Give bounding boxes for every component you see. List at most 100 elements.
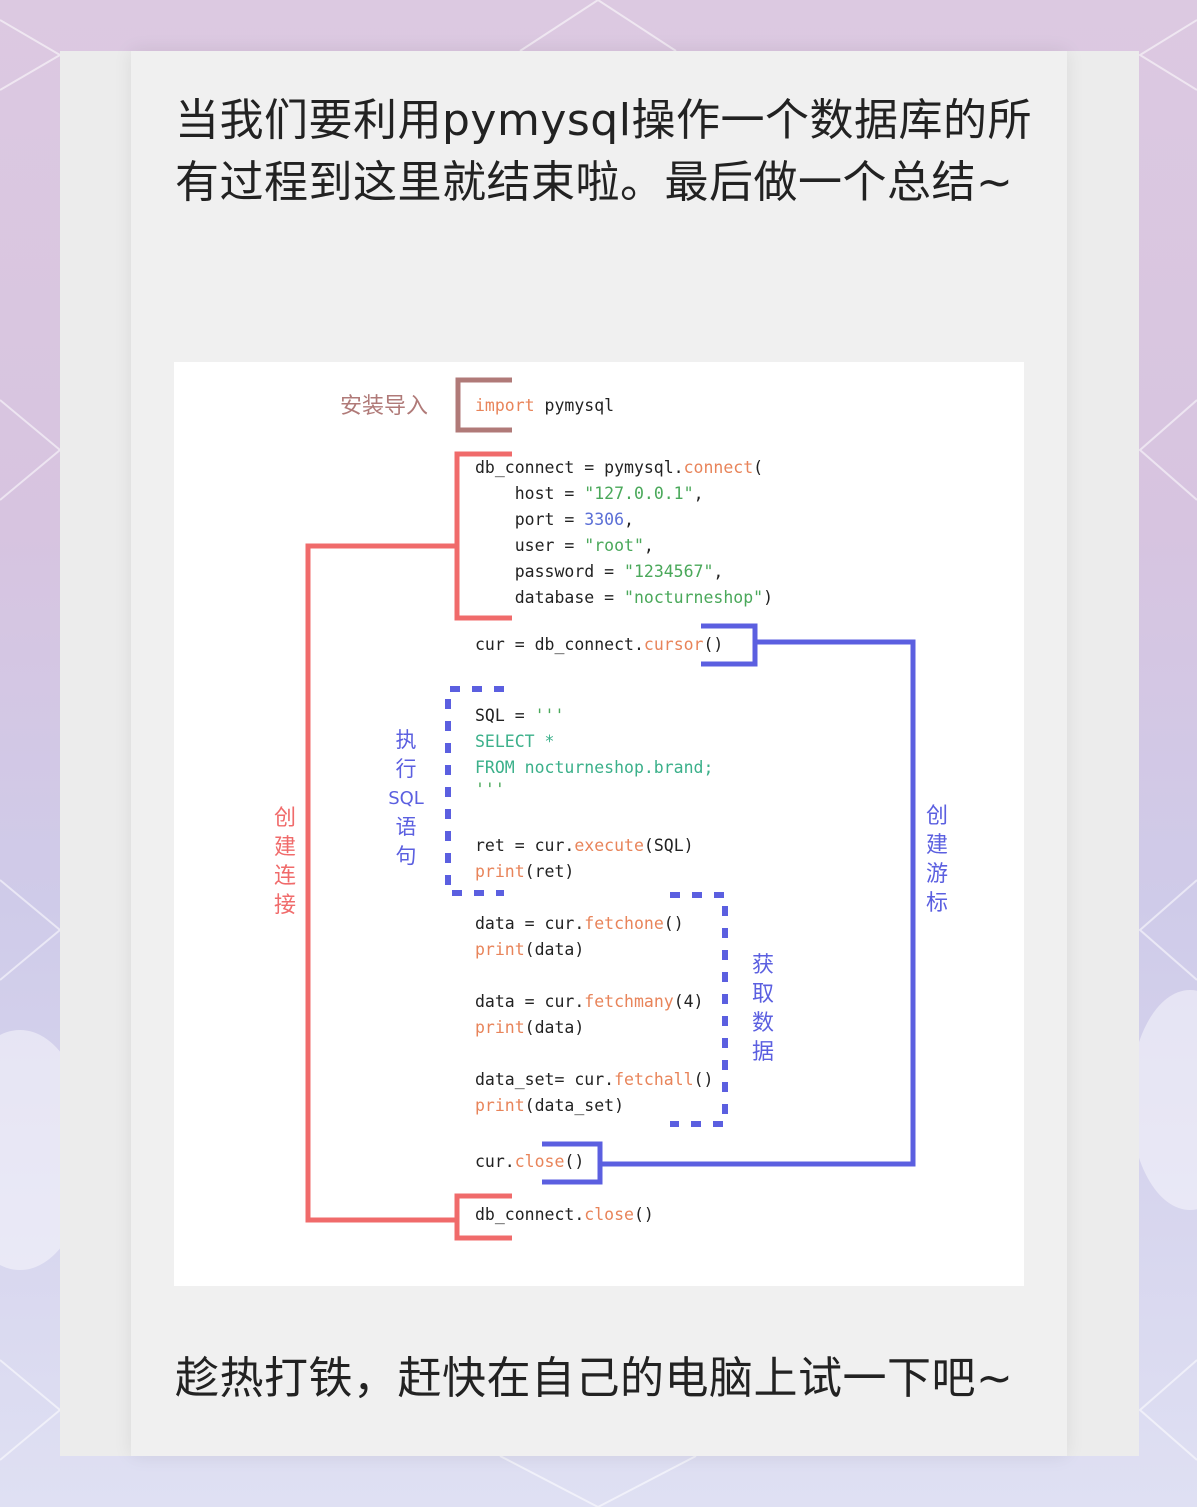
- label-execute-sql: 执 行 SQL 语 句: [386, 726, 426, 871]
- label-create-connection: 创 建 连 接: [265, 804, 305, 920]
- code-token: 3306: [584, 510, 625, 529]
- code-token: print: [475, 940, 525, 959]
- code-cursor: cur = db_connect.cursor(): [475, 632, 723, 658]
- code-token: data = cur.: [475, 992, 585, 1011]
- install-bracket: [455, 377, 512, 433]
- code-token: close: [514, 1152, 565, 1171]
- code-token: (data): [524, 1018, 585, 1037]
- code-token: (: [753, 458, 764, 477]
- code-token: db_connect = pymysql.: [475, 458, 684, 477]
- code-sql-from: FROM nocturneshop.brand;: [475, 758, 714, 777]
- code-token: host =: [475, 484, 585, 503]
- code-token: connect: [683, 458, 754, 477]
- label-char: 创: [925, 804, 948, 829]
- code-token: cur.: [475, 1152, 515, 1171]
- code-token: execute: [574, 836, 644, 855]
- code-database: database = "nocturneshop"): [475, 585, 773, 611]
- label-char: 执: [395, 728, 417, 752]
- label-install: 安装导入: [339, 394, 428, 419]
- code-connect: db_connect = pymysql.connect(: [475, 455, 763, 481]
- code-token: db_connect.: [475, 1205, 585, 1224]
- code-token: data_set= cur.: [475, 1070, 615, 1089]
- label-char: 创: [273, 806, 296, 831]
- code-token: SQL =: [475, 706, 535, 725]
- code-token: print: [475, 1096, 525, 1115]
- label-char: 句: [395, 844, 417, 868]
- code-token: user =: [475, 536, 585, 555]
- label-char: 取: [751, 982, 774, 1007]
- label-char: SQL: [388, 788, 424, 809]
- code-password: password = "1234567",: [475, 559, 724, 585]
- code-sql-end: ''': [475, 780, 505, 799]
- code-token: fetchmany: [584, 992, 674, 1011]
- pymysql-flow-diagram: 安装导入 创 建 连 接 执 行 SQL 语 句 创 建 游 标 获 取 数 据: [174, 362, 1024, 1286]
- code-token: database =: [475, 588, 625, 607]
- code-token: fetchone: [584, 914, 664, 933]
- connect-bracket-bottom: [454, 1193, 512, 1241]
- label-char: 行: [395, 757, 417, 781]
- code-sql-assign: SQL = ''': [475, 703, 564, 729]
- code-token: ,: [624, 510, 634, 529]
- code-token: "root": [584, 536, 644, 555]
- intro-paragraph: 当我们要利用pymysql操作一个数据库的所有过程到这里就结束啦。最后做一个总结…: [175, 95, 1032, 208]
- code-cursor-close: cur.close(): [475, 1149, 584, 1175]
- label-char: 建: [925, 833, 948, 858]
- code-token: ): [763, 588, 774, 607]
- code-token: (SQL): [643, 836, 694, 855]
- code-execute: ret = cur.execute(SQL): [475, 833, 694, 859]
- code-token: ''': [534, 706, 565, 725]
- code-token: import: [475, 396, 535, 415]
- label-char: 连: [273, 864, 296, 889]
- label-char: 游: [925, 862, 948, 887]
- code-token: cursor: [643, 635, 704, 654]
- code-token: print: [475, 1018, 525, 1037]
- connect-line: [305, 543, 457, 1223]
- code-token: (): [703, 635, 724, 654]
- label-create-cursor: 创 建 游 标: [917, 802, 957, 918]
- label-char: 语: [395, 815, 417, 839]
- code-token: "127.0.0.1": [584, 484, 694, 503]
- code-print-data-1: print(data): [475, 937, 584, 963]
- code-token: (): [564, 1152, 585, 1171]
- cursor-bracket-top: [701, 623, 758, 667]
- code-host: host = "127.0.0.1",: [475, 481, 704, 507]
- label-char: 标: [925, 891, 948, 916]
- code-token: pymysql: [534, 396, 615, 415]
- code-token: print: [475, 862, 525, 881]
- diagram-brackets: [305, 377, 916, 1241]
- code-token: ret = cur.: [475, 836, 575, 855]
- code-token: (): [693, 1070, 714, 1089]
- code-token: close: [584, 1205, 634, 1224]
- code-token: cur = db_connect.: [475, 635, 644, 654]
- fetch-bracket: [670, 892, 728, 1127]
- code-sql-select: SELECT *: [475, 732, 555, 751]
- cursor-line: [600, 639, 916, 1167]
- code-token: (ret): [524, 862, 575, 881]
- code-fetchall: data_set= cur.fetchall(): [475, 1067, 713, 1093]
- label-char: 数: [751, 1011, 774, 1036]
- label-char: 获: [751, 953, 774, 978]
- code-token: (4): [673, 992, 704, 1011]
- code-token: ,: [643, 536, 654, 555]
- execute-bracket: [445, 686, 504, 896]
- code-user: user = "root",: [475, 533, 654, 559]
- code-print-ret: print(ret): [475, 859, 574, 885]
- code-fetchone: data = cur.fetchone(): [475, 911, 684, 937]
- code-port: port = 3306,: [475, 507, 634, 533]
- code-print-data-set: print(data_set): [475, 1093, 624, 1119]
- label-fetch-data: 获 取 数 据: [743, 951, 783, 1067]
- code-token: "nocturneshop": [624, 588, 764, 607]
- connect-bracket-top: [454, 451, 512, 621]
- code-token: (): [663, 914, 684, 933]
- code-token: port =: [475, 510, 585, 529]
- code-token: data = cur.: [475, 914, 585, 933]
- code-token: (): [633, 1205, 654, 1224]
- code-token: password =: [475, 562, 625, 581]
- label-char: 接: [273, 893, 296, 918]
- code-token: "1234567": [624, 562, 714, 581]
- code-token: (data_set): [524, 1096, 625, 1115]
- code-fetchmany: data = cur.fetchmany(4): [475, 989, 704, 1015]
- code-import: import pymysql: [475, 393, 614, 419]
- code-token: (data): [524, 940, 585, 959]
- code-db-close: db_connect.close(): [475, 1202, 654, 1228]
